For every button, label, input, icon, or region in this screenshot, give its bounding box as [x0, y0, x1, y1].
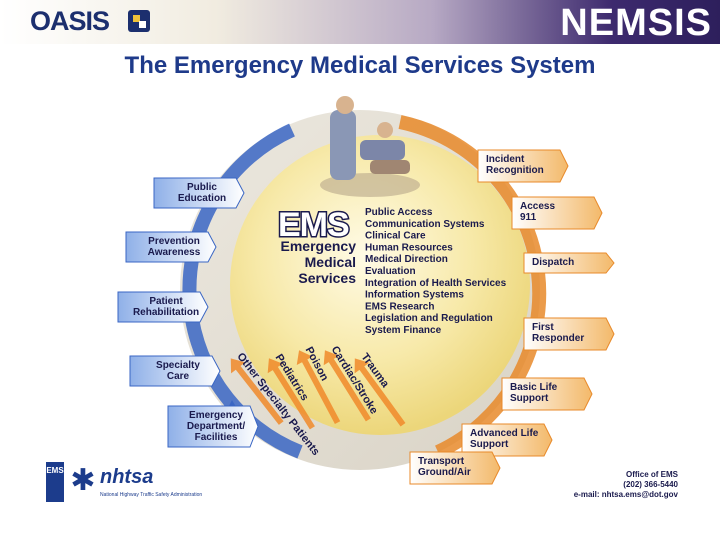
left-step-label: Awareness: [148, 247, 201, 258]
nhtsa-logo: nhtsa: [100, 466, 154, 488]
left-step-label: Facilities: [195, 432, 238, 443]
component-item: System Finance: [365, 325, 442, 336]
right-step-label: Responder: [532, 333, 584, 344]
left-step-label: Rehabilitation: [133, 307, 199, 318]
left-step-label: Patient: [149, 296, 183, 307]
right-step-box: Dispatch: [523, 252, 615, 274]
right-step-label: Advanced Life: [470, 428, 539, 439]
left-step-label: Prevention: [148, 236, 200, 247]
left-step-label: Education: [178, 193, 226, 204]
right-step-label: First: [532, 322, 554, 333]
component-item: Information Systems: [365, 290, 464, 301]
component-item: Legislation and Regulation: [365, 313, 493, 324]
footer-contact: Office of EMS (202) 366-5440 e-mail: nht…: [574, 470, 678, 500]
footer-logos: EMS ✱ nhtsa National Highway Traffic Saf…: [46, 462, 202, 502]
right-step-label: Incident: [486, 154, 525, 165]
component-item: EMS Research: [365, 301, 434, 312]
component-item: Human Resources: [365, 242, 453, 253]
component-item: Medical Direction: [365, 254, 448, 265]
right-step-label: Recognition: [486, 165, 544, 176]
component-item: Clinical Care: [365, 231, 426, 242]
right-step-label: Support: [470, 439, 509, 450]
right-step-label: Dispatch: [532, 257, 574, 268]
right-step-label: Access: [520, 201, 555, 212]
right-step-label: Transport: [418, 456, 465, 467]
star-of-life-icon: ✱: [70, 464, 96, 497]
nhtsa-tagline: National Highway Traffic Safety Administ…: [100, 492, 203, 498]
ems-sub-line: Medical: [305, 254, 356, 270]
ems-sub-line: Services: [298, 270, 356, 286]
nemsis-brand: NEMSIS: [560, 2, 712, 44]
ems-heading: EMS: [278, 206, 349, 244]
left-step-label: Department/: [187, 421, 246, 432]
ems-badge-logo: EMS: [46, 462, 64, 502]
component-item: Public Access: [365, 207, 433, 218]
page-title: The Emergency Medical Services System: [124, 52, 596, 79]
right-step-label: Ground/Air: [418, 467, 471, 478]
left-step-label: Emergency: [189, 410, 243, 421]
component-item: Communication Systems: [365, 219, 485, 230]
right-steps: IncidentRecognitionAccess911DispatchFirs…: [409, 149, 615, 485]
component-item: Integration of Health Services: [365, 278, 507, 289]
oasis-logo-icon: [128, 10, 150, 32]
office-email[interactable]: e-mail: nhtsa.ems@dot.gov: [573, 490, 678, 499]
left-step-label: Care: [167, 371, 190, 382]
oasis-logo: OASIS: [30, 6, 110, 36]
left-step-label: Specialty: [156, 360, 200, 371]
header-banner: OASIS NEMSIS: [0, 0, 720, 44]
office-phone: (202) 366-5440: [623, 480, 678, 489]
right-step-label: Basic Life: [510, 382, 558, 393]
component-item: Evaluation: [365, 266, 416, 277]
left-step-label: Public: [187, 182, 217, 193]
office-name: Office of EMS: [625, 470, 678, 479]
right-step-label: Support: [510, 393, 549, 404]
right-step-label: 911: [520, 212, 537, 223]
rescue-scene-illustration: [320, 96, 420, 197]
ems-sub-line: Emergency: [281, 238, 357, 254]
